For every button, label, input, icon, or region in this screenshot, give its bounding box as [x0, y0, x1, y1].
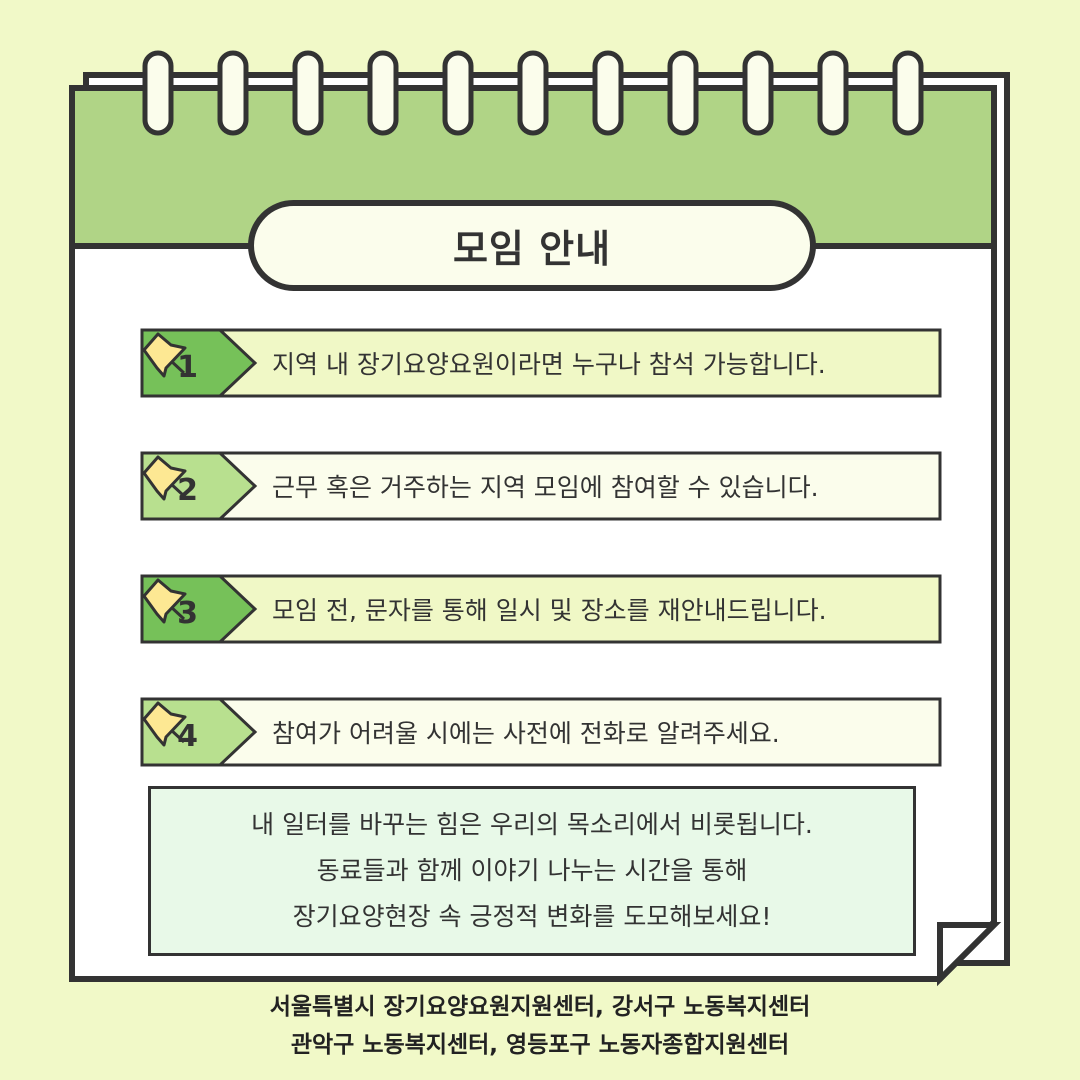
item-tag-shape — [140, 451, 942, 521]
binder-rings — [142, 50, 924, 136]
list-item-1: 1 지역 내 장기요양요원이라면 누구나 참석 가능합니다. — [140, 328, 942, 398]
pushpin-icon — [142, 578, 187, 624]
list-item-2: 2 근무 혹은 거주하는 지역 모임에 참여할 수 있습니다. — [140, 451, 942, 521]
item-number: 2 — [177, 472, 198, 508]
list-item-3: 3 모임 전, 문자를 통해 일시 및 장소를 재안내드립니다. — [140, 574, 942, 644]
message-box: 내 일터를 바꾸는 힘은 우리의 목소리에서 비롯됩니다. 동료들과 함께 이야… — [148, 786, 916, 956]
message-line-1: 내 일터를 바꾸는 힘은 우리의 목소리에서 비롯됩니다. — [251, 810, 813, 839]
pushpin-icon — [142, 701, 187, 747]
page-title: 모임 안내 — [248, 200, 816, 291]
item-text: 근무 혹은 거주하는 지역 모임에 참여할 수 있습니다. — [272, 473, 819, 502]
footer-organizers: 서울특별시 장기요양요원지원센터, 강서구 노동복지센터 관악구 노동복지센터,… — [0, 988, 1080, 1064]
footer-line-2: 관악구 노동복지센터, 영등포구 노동자종합지원센터 — [290, 1032, 790, 1058]
item-text: 모임 전, 문자를 통해 일시 및 장소를 재안내드립니다. — [272, 596, 827, 625]
item-text: 지역 내 장기요양요원이라면 누구나 참석 가능합니다. — [272, 350, 826, 379]
item-number: 3 — [177, 595, 198, 631]
item-tag-shape — [140, 574, 942, 644]
message-line-2: 동료들과 함께 이야기 나누는 시간을 통해 — [316, 856, 748, 885]
list-item-4: 4 참여가 어려울 시에는 사전에 전화로 알려주세요. — [140, 697, 942, 767]
pushpin-icon — [142, 332, 187, 378]
item-number: 1 — [177, 349, 198, 385]
footer-line-1: 서울특별시 장기요양요원지원센터, 강서구 노동복지센터 — [269, 994, 811, 1020]
message-line-3: 장기요양현장 속 긍정적 변화를 도모해보세요! — [292, 902, 772, 931]
page-fold-icon — [937, 922, 1002, 987]
item-tag-shape — [140, 328, 942, 398]
page-title-text: 모임 안내 — [452, 227, 612, 271]
pushpin-icon — [142, 455, 187, 501]
item-text: 참여가 어려울 시에는 사전에 전화로 알려주세요. — [272, 719, 780, 748]
item-tag-shape — [140, 697, 942, 767]
item-number: 4 — [177, 718, 198, 754]
